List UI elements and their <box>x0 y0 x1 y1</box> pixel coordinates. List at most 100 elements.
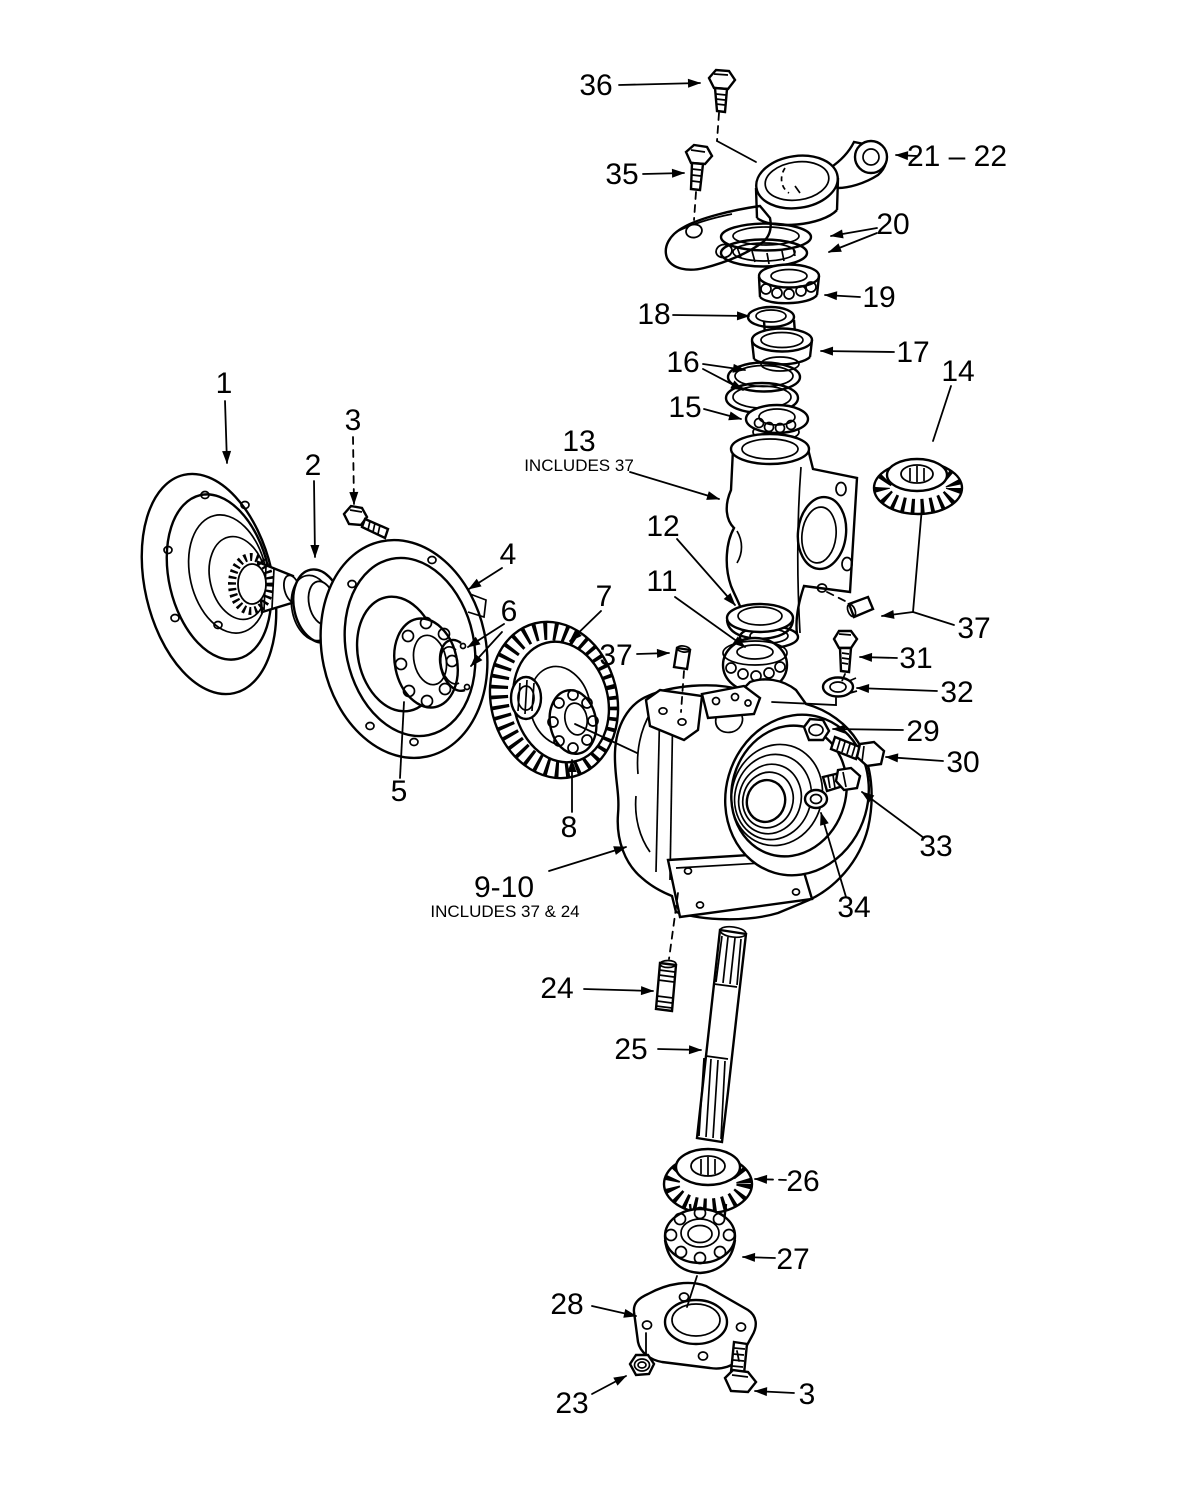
callout-12: 12 <box>646 510 679 543</box>
leader-bolt36b <box>716 140 757 163</box>
arrow-37-right <box>881 610 914 619</box>
arrow-17 <box>820 346 895 356</box>
arrow-14 <box>932 385 952 442</box>
shaft-25-drawing <box>695 925 748 1144</box>
leader-washer32-boss <box>771 697 837 706</box>
arrow-13 <box>629 471 720 500</box>
bolt-3-upper-drawing <box>342 504 390 540</box>
callout-8: 8 <box>561 811 578 844</box>
callout-11: 11 <box>646 565 677 598</box>
assembly-connector-lines <box>574 112 923 1362</box>
callout-16: 16 <box>666 346 699 379</box>
callout-32: 32 <box>940 676 973 709</box>
callout-26: 26 <box>786 1165 819 1198</box>
arrow-29 <box>832 724 904 734</box>
arrow-3-upper <box>349 436 359 505</box>
arrow-16a <box>702 363 746 373</box>
leader-bearing8-housing <box>574 723 638 754</box>
arrow-11 <box>674 596 746 648</box>
arrow-23 <box>591 1375 627 1395</box>
arrow-4 <box>468 567 503 590</box>
callout-3-upper: 3 <box>345 404 362 437</box>
callout-5: 5 <box>391 775 408 808</box>
snap-ring-6-drawing <box>438 638 471 692</box>
stud-24-drawing <box>654 959 678 1013</box>
callout-6: 6 <box>501 595 518 628</box>
callout-13-note: INCLUDES 37 <box>524 456 634 475</box>
bolt-31-drawing <box>832 629 859 674</box>
arrow-25 <box>657 1045 702 1055</box>
callout-29: 29 <box>906 715 939 748</box>
arrow-31 <box>859 652 898 662</box>
callout-27: 27 <box>776 1243 809 1276</box>
arrow-19 <box>824 291 861 301</box>
bolt-35-drawing <box>684 143 714 192</box>
callout-24: 24 <box>540 972 573 1005</box>
lock-washer-32-drawing <box>821 676 858 698</box>
callout-23: 23 <box>555 1387 588 1420</box>
arrow-5 <box>399 701 405 779</box>
leader-pin37-left <box>680 670 685 713</box>
callout-9-10: 9-10 <box>474 871 534 904</box>
bolt-33-drawing <box>821 766 862 793</box>
callout-35: 35 <box>605 158 638 191</box>
arrow-32 <box>856 683 938 693</box>
leader-bolt35 <box>693 191 697 221</box>
seals-20-drawing <box>719 222 813 268</box>
arrow-7 <box>569 610 602 642</box>
callout-37-right: 37 <box>957 612 990 645</box>
arrow-20a <box>830 227 878 239</box>
steering-arm-21-22-drawing <box>664 139 889 271</box>
bolt-30-drawing <box>829 735 886 768</box>
callout-17: 17 <box>896 336 929 369</box>
arrow-2 <box>310 480 320 558</box>
pin-37-left-drawing <box>672 645 692 671</box>
bearing-27-drawing <box>663 1206 737 1275</box>
arrow-15 <box>703 408 742 421</box>
arrow-16b <box>702 368 744 391</box>
callout-25: 25 <box>614 1033 647 1066</box>
leader-gear14-pin <box>912 506 923 613</box>
callout-21-22: 21 – 22 <box>907 140 1007 173</box>
arrow-3-lower <box>754 1387 795 1397</box>
arrow-37-left <box>636 648 670 658</box>
leader-bolt36 <box>716 112 720 142</box>
arrow-26 <box>754 1174 787 1184</box>
gear-14-drawing <box>872 457 964 516</box>
nut-29-drawing <box>802 717 831 742</box>
pin-37-right-drawing <box>846 595 875 619</box>
arrow-28 <box>591 1305 637 1318</box>
callout-28: 28 <box>550 1288 583 1321</box>
knuckle-housing-9-10-drawing <box>613 678 873 921</box>
leader-flange-stud24 <box>668 892 679 960</box>
bearing-15-drawing <box>744 403 810 442</box>
leader-bolt31-washer32 <box>841 673 846 682</box>
arrow-21-22 <box>895 151 918 161</box>
arrow-6b <box>470 631 503 667</box>
callout-14: 14 <box>941 355 974 388</box>
callout-20: 20 <box>876 208 909 241</box>
callout-30: 30 <box>946 746 979 779</box>
arrow-1 <box>222 400 232 464</box>
callout-33: 33 <box>919 830 952 863</box>
hub-1-drawing <box>140 472 302 696</box>
arrow-24 <box>583 986 654 996</box>
callout-3-lower: 3 <box>799 1378 816 1411</box>
arrow-30 <box>885 753 944 763</box>
leader-bearing27-plate28 <box>686 1275 698 1308</box>
callout-31: 31 <box>899 642 932 675</box>
callout-4: 4 <box>500 538 517 571</box>
bearing-8-drawing <box>547 689 599 755</box>
leader-hole-pin37-right <box>826 591 846 602</box>
arrow-34 <box>820 812 847 898</box>
callout-labels: 36 35 21 – 22 20 19 18 17 16 15 14 13 IN… <box>216 69 1007 1420</box>
arrow-36 <box>618 78 701 88</box>
arrow-37-right-stem <box>912 611 955 626</box>
callout-1: 1 <box>216 367 233 400</box>
arrow-20b <box>828 232 878 253</box>
arrow-12 <box>676 538 736 606</box>
nut-23-drawing <box>628 1353 656 1377</box>
callout-37-left: 37 <box>599 639 632 672</box>
callout-19: 19 <box>862 281 895 314</box>
